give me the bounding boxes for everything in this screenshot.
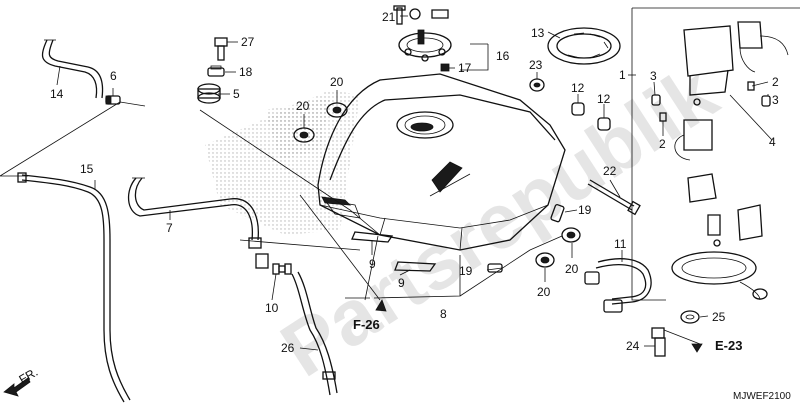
callout-16: 16 xyxy=(496,49,510,63)
overflow-tube-15 xyxy=(17,172,131,403)
callout-3-a: 3 xyxy=(650,69,657,83)
callout-19-b: 19 xyxy=(459,264,473,278)
arrow-f26 xyxy=(375,299,387,312)
callout-9-a: 9 xyxy=(369,257,376,271)
callout-20-b: 20 xyxy=(296,99,310,113)
front-arrow xyxy=(3,377,31,397)
callout-19-a: 19 xyxy=(578,203,592,217)
callout-22: 22 xyxy=(603,164,617,178)
drawing-code: MJWEF2100 xyxy=(733,391,791,402)
callout-13: 13 xyxy=(531,26,545,40)
nut-23 xyxy=(529,78,545,92)
reference-f26: F-26 xyxy=(353,317,380,332)
callout-12-a: 12 xyxy=(571,81,585,95)
cushion-20-d xyxy=(535,252,555,268)
cushion-5 xyxy=(197,83,221,104)
fuel-pump-base-plate xyxy=(671,251,768,301)
pump-setting-ring-13 xyxy=(547,27,621,65)
callout-21: 21 xyxy=(382,10,396,24)
callout-23: 23 xyxy=(529,58,543,72)
callout-20-a: 20 xyxy=(330,75,344,89)
callout-6: 6 xyxy=(110,69,117,83)
callout-10: 10 xyxy=(265,301,279,315)
screw-3-a xyxy=(651,94,661,106)
fuel-tank xyxy=(317,73,566,251)
callout-20-c: 20 xyxy=(565,262,579,276)
reference-e23: E-23 xyxy=(715,338,742,353)
callout-27: 27 xyxy=(241,35,255,49)
callout-17: 17 xyxy=(458,61,472,75)
cap-bolt-21 xyxy=(393,5,406,25)
connector-24 xyxy=(651,327,666,357)
cushion-20-c xyxy=(561,227,581,243)
leader-lines xyxy=(0,15,773,351)
callout-1: 1 xyxy=(619,68,626,82)
bolt-22 xyxy=(587,179,641,216)
cap-25 xyxy=(680,310,700,324)
bolt-27 xyxy=(214,37,228,61)
fuel-pump-frame xyxy=(631,7,800,301)
collar-18 xyxy=(207,65,225,77)
callout-2-a: 2 xyxy=(659,137,666,151)
clip-2-b xyxy=(747,81,755,91)
callout-18: 18 xyxy=(239,65,253,79)
breather-tube-14 xyxy=(41,39,104,99)
callout-3-b: 3 xyxy=(772,93,779,107)
fuel-cap-assembly xyxy=(398,8,452,62)
callout-11: 11 xyxy=(614,237,627,251)
callout-20-d: 20 xyxy=(537,285,551,299)
callout-9-b: 9 xyxy=(398,276,405,290)
rubber-pad-2 xyxy=(394,261,437,272)
breather-tube-7 xyxy=(127,177,269,269)
fuel-pump-module xyxy=(674,21,789,247)
rubber-19-a xyxy=(550,204,565,223)
callout-7: 7 xyxy=(166,221,173,235)
joint-10 xyxy=(272,263,292,275)
callout-14: 14 xyxy=(50,87,64,101)
callout-8: 8 xyxy=(440,307,447,321)
callout-15: 15 xyxy=(80,162,94,176)
callout-4: 4 xyxy=(769,135,776,149)
fuel-hose-11 xyxy=(584,258,652,313)
callout-12-b: 12 xyxy=(597,92,611,106)
callout-5: 5 xyxy=(233,87,240,101)
callout-2-b: 2 xyxy=(772,75,779,89)
clip-6 xyxy=(105,95,121,105)
screw-3-b xyxy=(761,95,771,107)
drain-tube-26 xyxy=(291,271,338,396)
callout-26: 26 xyxy=(281,341,295,355)
callout-25: 25 xyxy=(712,310,726,324)
drain-spring-17 xyxy=(440,63,450,72)
callout-24: 24 xyxy=(626,339,640,353)
arrow-e23 xyxy=(691,343,703,353)
